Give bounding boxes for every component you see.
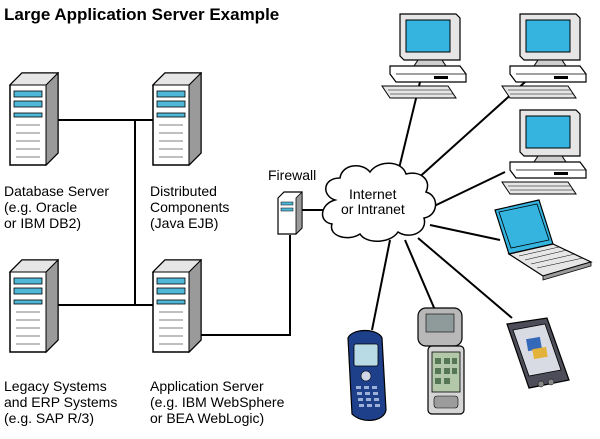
client-laptop [494,199,593,281]
link-cloud-to-pc3 [429,171,506,209]
link-cloud-to-phone [371,239,391,331]
label-distributed-components: Distributed Components (Java EJB) [150,183,229,231]
internet-cloud [321,162,437,242]
label-line: Database Server [4,183,110,199]
link-cloud-to-pda [417,237,513,319]
label-line: (Java EJB) [150,215,219,231]
label-legacy-systems: Legacy Systems and ERP Systems (e.g. SAP… [4,378,117,426]
label-cloud: Internet or Intranet [341,187,405,217]
label-database-server: Database Server (e.g. Oracle or IBM DB2) [4,183,109,231]
label-line: or BEA WebLogic) [150,410,265,426]
server-distributed [152,72,202,166]
label-line: and ERP Systems [4,394,118,410]
firewall-device [277,191,303,235]
client-pda [506,317,570,389]
server-legacy [9,259,59,353]
label-line: (e.g. Oracle [4,199,78,215]
link-cloud-to-flipphone [404,239,436,311]
label-line: or IBM DB2) [4,215,82,231]
link-cloud-to-laptop [429,224,501,241]
link-appserver-to-firewall [200,235,291,336]
label-line: Internet [349,186,397,202]
client-desktop-2 [501,13,587,99]
server-database [9,72,59,166]
label-line: (e.g. SAP R/3) [4,410,95,426]
diagram-title: Large Application Server Example [4,5,280,24]
client-flip-phone [417,307,465,415]
label-line: Application Server [150,378,264,394]
label-firewall: Firewall [268,167,317,183]
server-application [152,259,202,353]
label-line: Legacy Systems [4,378,107,394]
label-line: (e.g. IBM WebSphere [150,394,285,410]
label-line: Distributed [150,183,217,199]
client-mobile-phone [347,329,387,421]
label-line: Components [150,199,230,215]
client-desktop-1 [381,13,467,99]
link-cloud-to-pc2 [404,81,526,191]
client-desktop-3 [501,109,587,195]
label-application-server: Application Server (e.g. IBM WebSphere o… [150,378,284,426]
label-line: or Intranet [341,201,405,217]
